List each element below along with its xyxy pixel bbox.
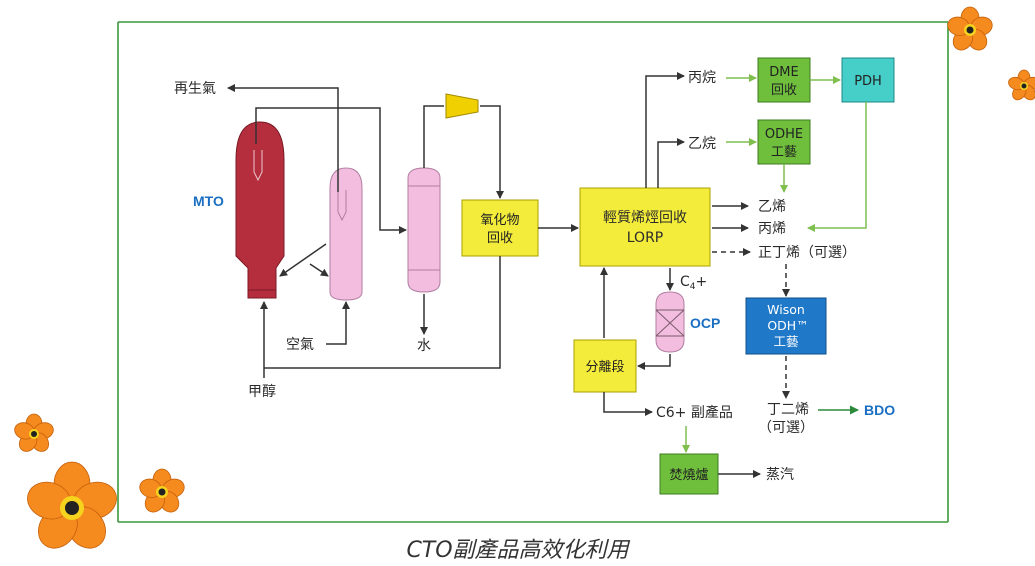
wison-odh-label-2: ODH™ xyxy=(767,318,808,333)
wison-odh-box xyxy=(745,297,827,355)
flower-icon-left-large xyxy=(27,461,117,549)
pdh-box xyxy=(841,57,895,103)
wison-odh-label-1: Wison xyxy=(767,302,805,317)
butadiene-label-1: 丁二烯 xyxy=(767,402,809,418)
ocp-label: OCP xyxy=(690,315,720,331)
odhe-label-1: ODHE xyxy=(765,127,803,142)
water-label: 水 xyxy=(417,338,431,354)
odhe-label-2: 工藝 xyxy=(771,145,797,160)
lorp-box xyxy=(579,187,711,267)
bdo-label: BDO xyxy=(864,402,895,418)
flower-icon-left-small xyxy=(14,413,54,452)
c4plus-label: C4+ xyxy=(680,274,707,292)
propylene-label: 丙烯 xyxy=(758,221,786,237)
lorp-label-1: 輕質烯烴回收 xyxy=(603,210,687,226)
dme-recovery-box xyxy=(757,57,811,103)
regenerator-vessel xyxy=(329,167,363,301)
regen-gas-label: 再生氣 xyxy=(174,81,216,97)
figure-caption: CTO副產品高效化利用 xyxy=(406,538,629,563)
separation-box xyxy=(573,339,637,393)
lorp-label-2: LORP xyxy=(627,230,664,246)
odhe-box xyxy=(757,119,811,165)
separation-label: 分離段 xyxy=(585,360,624,375)
flower-icon-right-edge xyxy=(1008,69,1035,101)
c6-byproduct-label: C6+ 副產品 xyxy=(656,404,733,421)
butadiene-label-2: （可選） xyxy=(758,420,814,436)
propane-label: 丙烷 xyxy=(688,70,716,86)
oxygenate-recovery-box xyxy=(461,199,539,257)
oxygenate-recovery-label-2: 回收 xyxy=(487,231,513,246)
oxygenate-recovery-label-1: 氧化物 xyxy=(480,213,519,228)
flower-icon-top-right xyxy=(947,6,993,51)
quench-tower xyxy=(407,167,441,293)
wison-odh-label-3: 工藝 xyxy=(773,334,798,349)
ethane-label: 乙烷 xyxy=(688,136,716,152)
n-butene-label: 正丁烯（可選） xyxy=(758,245,856,261)
ethylene-label: 乙烯 xyxy=(758,199,786,215)
pdh-label: PDH xyxy=(854,74,882,89)
incinerator-label: 焚燒爐 xyxy=(669,468,708,483)
flow-lines xyxy=(227,72,867,478)
air-label: 空氣 xyxy=(286,337,314,353)
methanol-label: 甲醇 xyxy=(248,383,276,400)
steam-label: 蒸汽 xyxy=(766,467,794,483)
dme-recovery-label-2: 回收 xyxy=(771,83,797,98)
mto-reactor xyxy=(235,121,285,299)
flower-icon-left-medium xyxy=(139,468,185,513)
mto-label: MTO xyxy=(193,193,224,209)
incinerator-box xyxy=(659,453,719,495)
compressor-icon xyxy=(445,93,479,119)
ocp-reactor xyxy=(655,291,685,353)
dme-recovery-label-1: DME xyxy=(769,65,798,80)
diagram-frame xyxy=(117,21,949,523)
